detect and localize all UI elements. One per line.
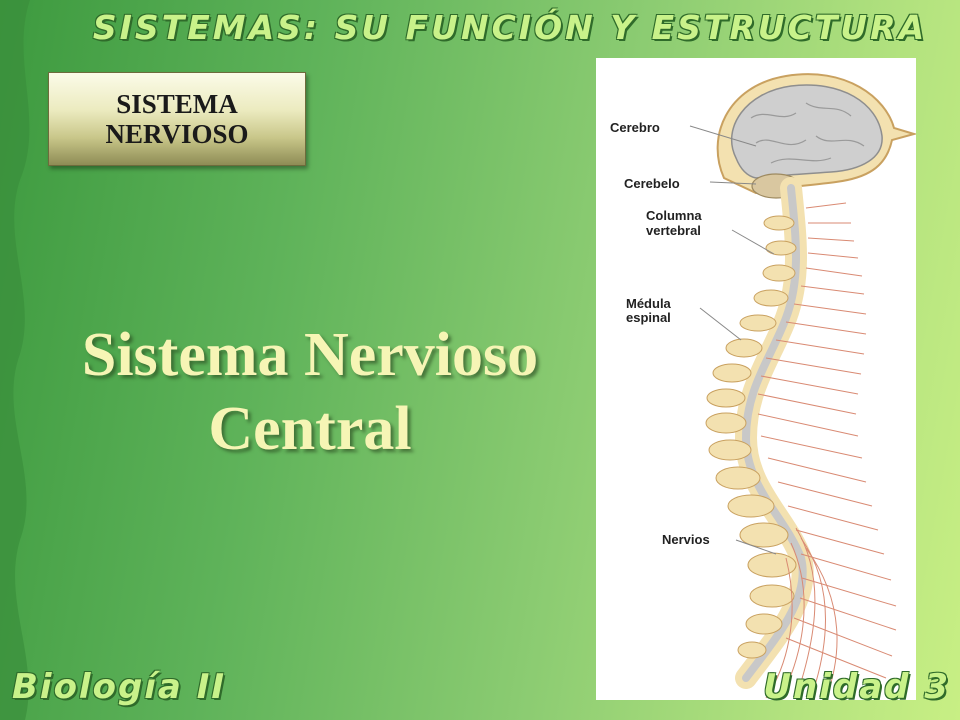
- spine-illustration: [689, 73, 916, 699]
- label-cerebelo: Cerebelo: [624, 176, 680, 191]
- badge-line-1: SISTEMA: [116, 89, 238, 119]
- label-columna-1: Columna: [646, 208, 702, 223]
- page-title: Sistema Nervioso Central: [20, 318, 600, 466]
- brain-icon: [730, 84, 883, 179]
- title-line-2: Central: [208, 395, 412, 463]
- decorative-wave: [0, 0, 30, 720]
- label-nervios: Nervios: [662, 532, 710, 547]
- label-cerebro: Cerebro: [610, 120, 660, 135]
- label-columna-2: vertebral: [646, 223, 701, 238]
- header-title: SISTEMAS: SU FUNCIÓN Y ESTRUCTURA: [92, 7, 928, 47]
- system-badge: SISTEMA NERVIOSO: [48, 72, 306, 166]
- badge-line-2: NERVIOSO: [105, 119, 249, 149]
- title-line-1: Sistema Nervioso: [81, 321, 539, 389]
- label-medula-2: espinal: [626, 310, 671, 325]
- footer-unit: Unidad 3: [763, 667, 950, 707]
- label-medula-1: Médula: [626, 296, 671, 311]
- footer-subject: Biología II: [12, 667, 227, 707]
- nervous-system-diagram: Cerebro Cerebelo Columna vertebral Médul…: [596, 58, 916, 700]
